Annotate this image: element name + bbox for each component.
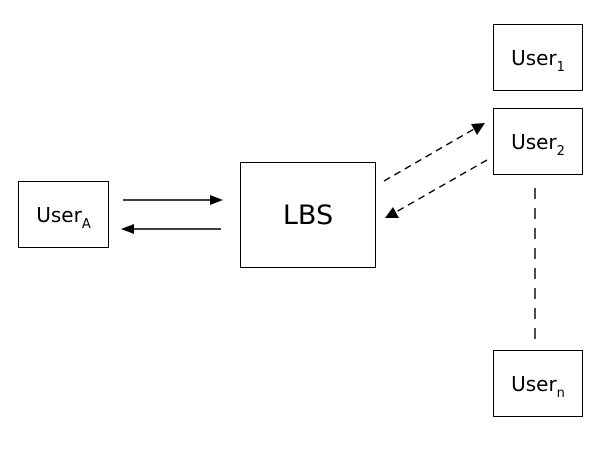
user-n-label: Usern: [511, 371, 565, 401]
arrow-lbs-to-user-2-head: [471, 123, 485, 135]
lbs-node: LBS: [240, 162, 376, 268]
user-2-node: User2: [493, 108, 583, 175]
arrow-user-a-to-lbs-head: [210, 195, 223, 205]
user-2-label: User2: [511, 129, 565, 159]
arrow-lbs-to-user-2-line: [383, 128, 475, 182]
user-1-node: User1: [493, 24, 583, 91]
user-n-node: Usern: [493, 350, 583, 417]
arrow-lbs-to-user-a-head: [121, 224, 134, 234]
arrow-user-2-to-lbs-head: [385, 207, 399, 218]
user-a-node: UserA: [18, 181, 109, 248]
user-1-label: User1: [511, 45, 565, 75]
arrow-user-2-to-lbs-line: [395, 159, 488, 213]
lbs-label: LBS: [282, 199, 334, 231]
user-a-label: UserA: [36, 202, 91, 232]
